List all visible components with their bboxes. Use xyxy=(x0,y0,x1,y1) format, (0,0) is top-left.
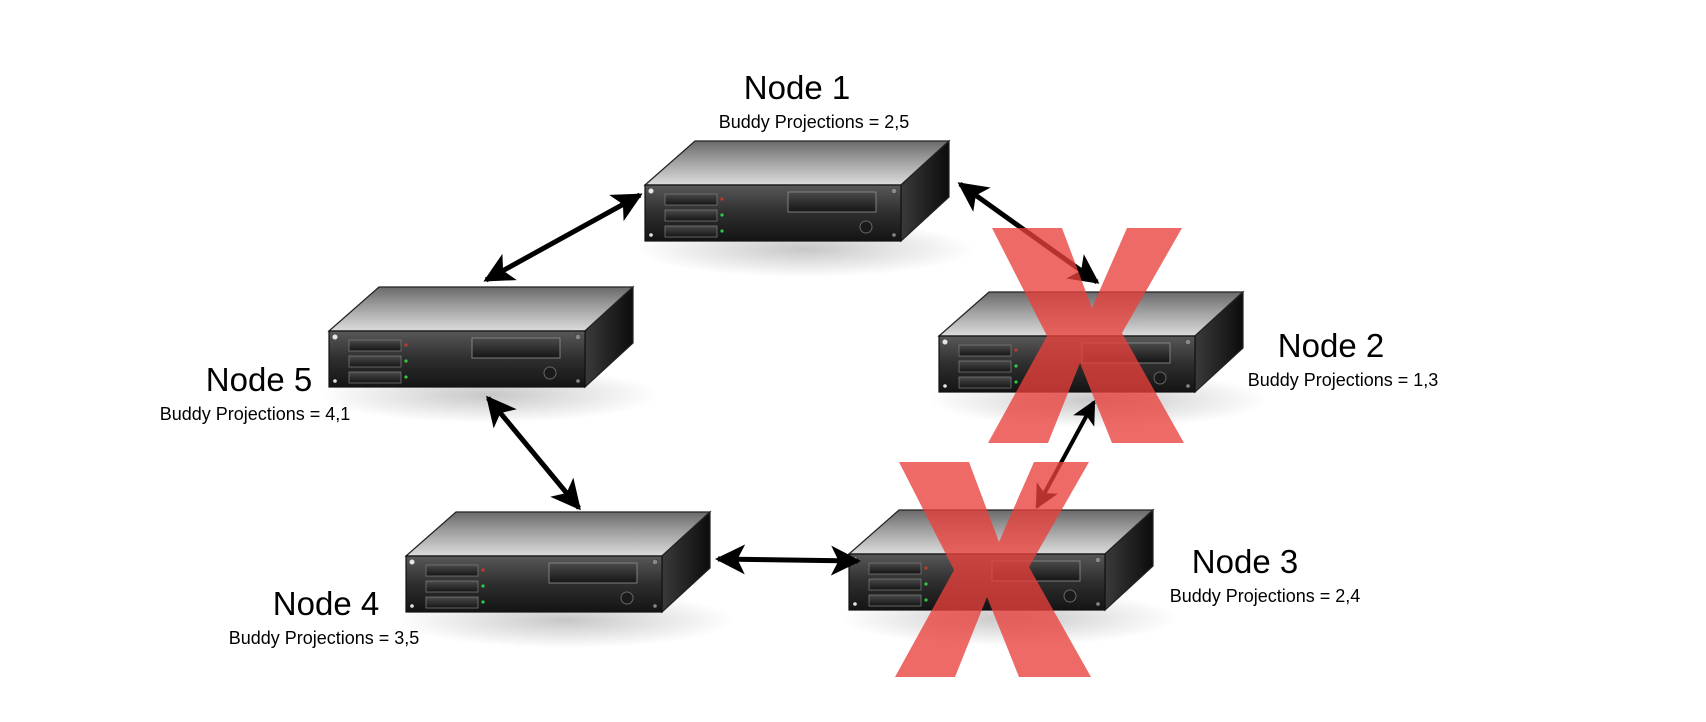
server-node-4 xyxy=(395,511,737,649)
server-rack-icon xyxy=(634,140,976,278)
node-title: Node 1 xyxy=(744,69,850,106)
link-node1-node5 xyxy=(483,192,643,283)
link-node4-node3 xyxy=(715,544,861,576)
node-1-label: Node 1 Buddy Projections = 2,5 xyxy=(719,69,910,132)
node-title: Node 2 xyxy=(1278,327,1384,364)
node-title: Node 4 xyxy=(273,585,379,622)
node-buddy-projections: Buddy Projections = 2,5 xyxy=(719,112,910,132)
node-title: Node 3 xyxy=(1192,543,1298,580)
node-title: Node 5 xyxy=(206,361,312,398)
node-2-label: Node 2 Buddy Projections = 1,3 xyxy=(1248,327,1439,390)
server-rack-icon xyxy=(395,511,737,649)
node-buddy-projections: Buddy Projections = 1,3 xyxy=(1248,370,1439,390)
link-node5-node4 xyxy=(486,395,581,511)
node-buddy-projections: Buddy Projections = 4,1 xyxy=(160,404,351,424)
node-buddy-projections: Buddy Projections = 2,4 xyxy=(1170,586,1361,606)
node-4-label: Node 4 Buddy Projections = 3,5 xyxy=(229,585,420,648)
node-3-label: Node 3 Buddy Projections = 2,4 xyxy=(1170,543,1361,606)
node-buddy-projections: Buddy Projections = 3,5 xyxy=(229,628,420,648)
node-5-label: Node 5 Buddy Projections = 4,1 xyxy=(160,361,351,424)
server-node-1 xyxy=(634,140,976,278)
